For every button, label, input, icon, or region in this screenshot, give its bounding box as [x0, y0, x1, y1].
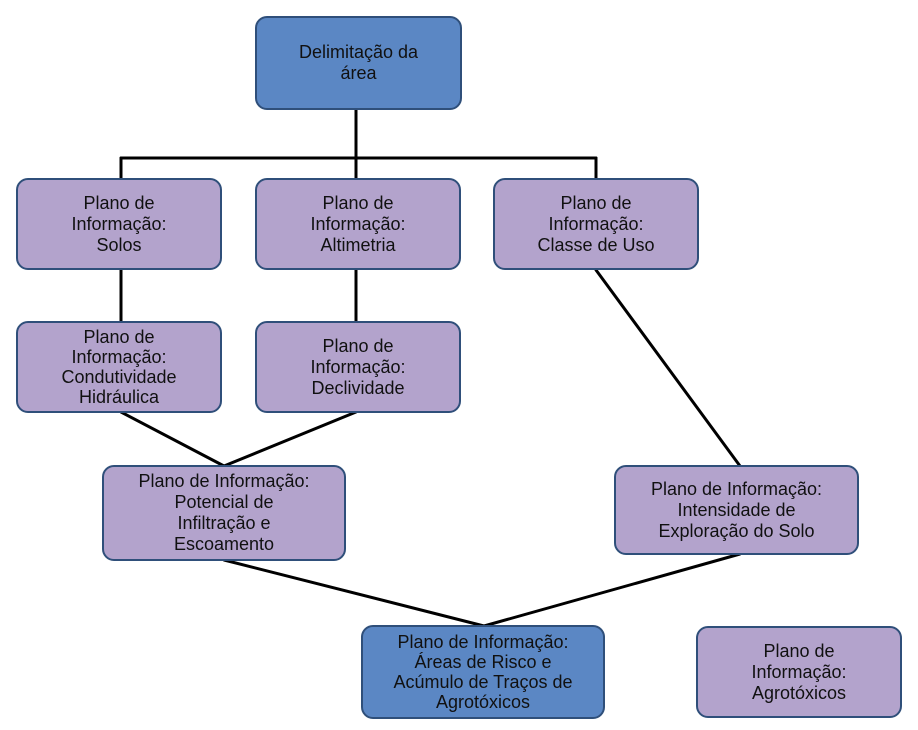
node-delimitacao-area: Delimitação da área	[255, 16, 462, 110]
node-solos: Plano de Informação: Solos	[16, 178, 222, 270]
node-label: Plano de Informação: Solos	[71, 192, 167, 255]
node-label: Plano de Informação: Classe de Uso	[537, 192, 655, 255]
node-label: Plano de Informação: Intensidade de Expl…	[650, 478, 823, 541]
connector-intensidade-areas-risco	[482, 552, 742, 628]
node-label: Plano de Informação: Potencial de Infilt…	[138, 471, 310, 554]
node-potencial-infiltracao: Plano de Informação: Potencial de Infilt…	[102, 465, 346, 561]
node-classe-uso: Plano de Informação: Classe de Uso	[493, 178, 699, 270]
node-label: Plano de Informação: Agrotóxicos	[751, 640, 847, 703]
node-intensidade-exploracao: Plano de Informação: Intensidade de Expl…	[614, 465, 859, 555]
node-label: Plano de Informação: Condutividade Hidrá…	[61, 327, 177, 407]
connector-potencial-areas-risco	[222, 558, 486, 628]
node-declividade: Plano de Informação: Declividade	[255, 321, 461, 413]
node-label: Plano de Informação: Declividade	[310, 335, 406, 398]
connector-condutividade-potencial	[119, 410, 226, 468]
node-label: Plano de Informação: Altimetria	[310, 192, 406, 255]
node-label: Plano de Informação: Áreas de Risco e Ac…	[393, 632, 573, 712]
node-condutividade: Plano de Informação: Condutividade Hidrá…	[16, 321, 222, 413]
connector-classe-uso-intensidade	[594, 268, 742, 468]
node-agrotoxicos: Plano de Informação: Agrotóxicos	[696, 626, 902, 718]
node-label: Delimitação da área	[298, 42, 419, 83]
node-altimetria: Plano de Informação: Altimetria	[255, 178, 461, 270]
connector-declividade-potencial	[222, 410, 358, 468]
node-areas-risco: Plano de Informação: Áreas de Risco e Ac…	[361, 625, 605, 719]
